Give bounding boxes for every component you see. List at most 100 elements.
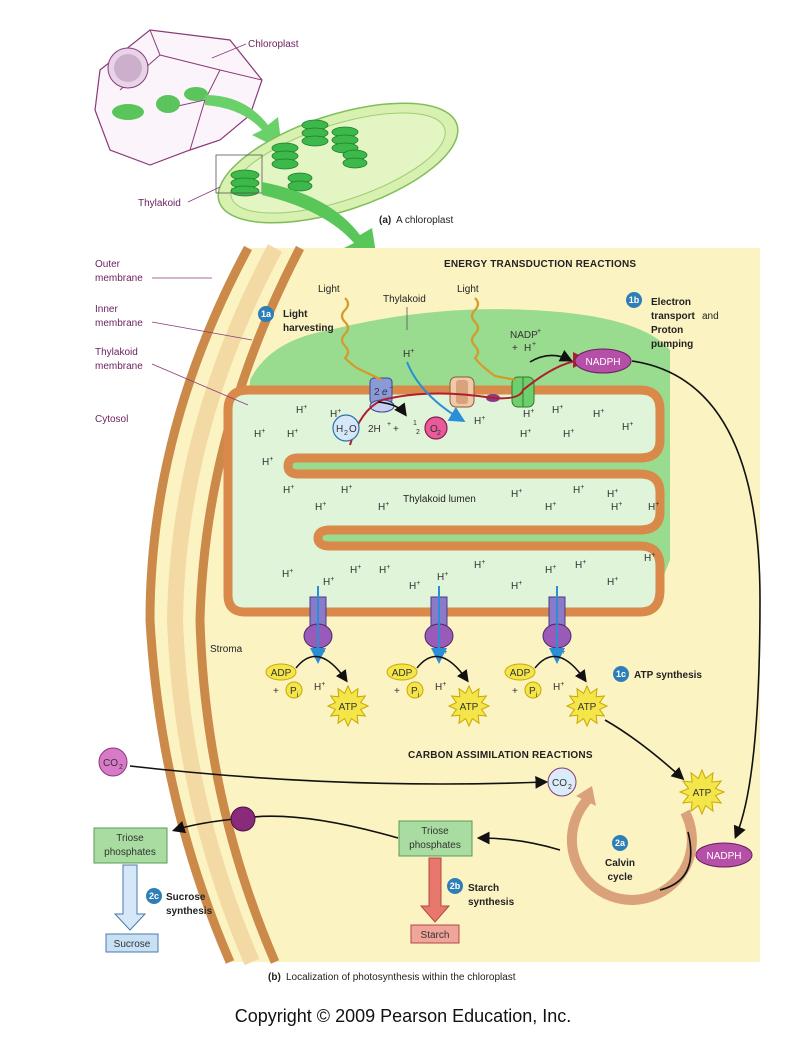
- proton-label: H+: [435, 681, 446, 693]
- step-1b-line1: Electron: [651, 297, 691, 308]
- label-thylakoid-membrane-1: Thylakoid: [95, 347, 138, 358]
- nadph-bottom-label: NADPH: [706, 851, 741, 862]
- panel-b: NADPH H 2 O O 2 2H + + 1 2 2 e − NADP + …: [0, 244, 761, 983]
- header-carbon: CARBON ASSIMILATION REACTIONS: [408, 750, 593, 761]
- phosphate-label: Pi: [529, 686, 538, 699]
- zoom-arrow-cell: [205, 95, 282, 150]
- h2o-o: O: [349, 424, 357, 435]
- light-ray-1: [340, 297, 383, 381]
- caption-b-text: Localization of photosynthesis within th…: [286, 972, 516, 983]
- adp-label: ADP: [510, 668, 531, 679]
- proton-label: H+: [409, 580, 420, 592]
- electron-path: [349, 352, 589, 446]
- outer-membrane: [145, 245, 252, 964]
- proton-label: H+: [296, 404, 307, 416]
- proton-label: H+: [262, 456, 273, 468]
- proton-label: H+: [287, 428, 298, 440]
- proton-label: H+: [593, 408, 604, 420]
- two-h-plus: +: [393, 424, 399, 435]
- caption-b-letter: (b): [268, 972, 281, 983]
- proton-label: H+: [474, 559, 485, 571]
- svg-text:+: +: [512, 686, 518, 697]
- co2-arrow: [129, 765, 549, 789]
- step-1b-line2b: and: [702, 311, 719, 322]
- half-num: 1: [413, 420, 417, 427]
- label-light-2: Light: [457, 284, 479, 295]
- label-outer-membrane-1: Outer: [95, 259, 121, 270]
- proton-label: H+: [283, 484, 294, 496]
- co2-outside-circle: [98, 747, 128, 777]
- atp-burst: [565, 684, 609, 728]
- proton-label: H+: [575, 559, 586, 571]
- nadp-h: H: [524, 343, 531, 354]
- label-cytosol: Cytosol: [95, 414, 128, 425]
- label-light-1: Light: [318, 284, 340, 295]
- phosphate-label: Pi: [290, 686, 299, 699]
- proton-label: H+: [511, 488, 522, 500]
- step-1b-line3: Proton: [651, 325, 683, 336]
- badge-1a: 1a: [261, 309, 272, 319]
- proton-label: H+: [644, 552, 655, 564]
- h2o-h: H: [336, 424, 343, 435]
- svg-text:+: +: [537, 328, 541, 335]
- svg-text:+: +: [394, 686, 400, 697]
- h2o-sub: 2: [344, 430, 348, 437]
- step-2c-line2: synthesis: [166, 906, 213, 917]
- co2-outside-sub: 2: [119, 764, 123, 771]
- svg-text:+: +: [532, 341, 536, 348]
- zoom-box: [215, 154, 263, 194]
- o2-o: O: [430, 424, 438, 435]
- step-2b: 2b Starch synthesis: [447, 878, 515, 908]
- proton-label: H+: [350, 564, 361, 576]
- starch-arrow: [419, 857, 451, 923]
- proton-label: H+: [552, 404, 563, 416]
- badge-1b: 1b: [629, 295, 640, 305]
- sucrose-label: Sucrose: [114, 939, 151, 950]
- nadph-top-label: NADPH: [585, 357, 620, 368]
- adp-label: ADP: [271, 668, 292, 679]
- label-stroma: Stroma: [210, 644, 243, 655]
- atp-synthase: ADP+PiH+ATP: [504, 586, 609, 728]
- phosphate-circle: [524, 681, 542, 699]
- light-ray-2: [470, 297, 517, 382]
- nadp-label: NADP: [510, 330, 538, 341]
- badge-1c: 1c: [616, 669, 626, 679]
- step-2b-line2: synthesis: [468, 897, 515, 908]
- atp-arrow: [604, 719, 685, 781]
- triose-box-stroma: [398, 820, 473, 857]
- proton-label: H+: [379, 564, 390, 576]
- badge-2c: 2c: [149, 891, 159, 901]
- atp-calvin-label: ATP: [693, 788, 712, 799]
- adp-oval: [265, 663, 297, 681]
- step-2a-line1: Calvin: [605, 858, 635, 869]
- adp-oval: [504, 663, 536, 681]
- proton-label: H+: [437, 571, 448, 583]
- o2-circle: [424, 416, 448, 440]
- triose-box-cytosol: [93, 827, 168, 864]
- step-1a-line1: Light: [283, 309, 308, 320]
- nadp-plus: +: [512, 343, 518, 354]
- atp-label: ATP: [578, 702, 597, 713]
- step-2b-line1: Starch: [468, 883, 499, 894]
- svg-text:+: +: [387, 421, 391, 428]
- proton-label: H+: [545, 564, 556, 576]
- half-den: 2: [416, 429, 420, 436]
- proton-label: H+: [314, 681, 325, 693]
- step-1b-line2: transport: [651, 311, 696, 322]
- electrons-count: 2: [374, 387, 380, 398]
- co2-outside-c: CO: [103, 758, 118, 769]
- atp-synthase: ADP+PiH+ATP: [386, 586, 491, 728]
- atp-burst: [326, 684, 370, 728]
- phosphate-circle: [285, 681, 303, 699]
- label-chloroplast: Chloroplast: [248, 39, 299, 50]
- label-thylakoid: Thylakoid: [138, 198, 181, 209]
- header-energy: ENERGY TRANSDUCTION REACTIONS: [444, 259, 636, 270]
- adp-label: ADP: [392, 668, 413, 679]
- transporter: [230, 806, 256, 832]
- proton-label: H+: [378, 501, 389, 513]
- inner-membrane: [195, 245, 304, 964]
- label-inner-membrane-1: Inner: [95, 304, 118, 315]
- step-2a: 2a Calvin cycle: [605, 835, 635, 883]
